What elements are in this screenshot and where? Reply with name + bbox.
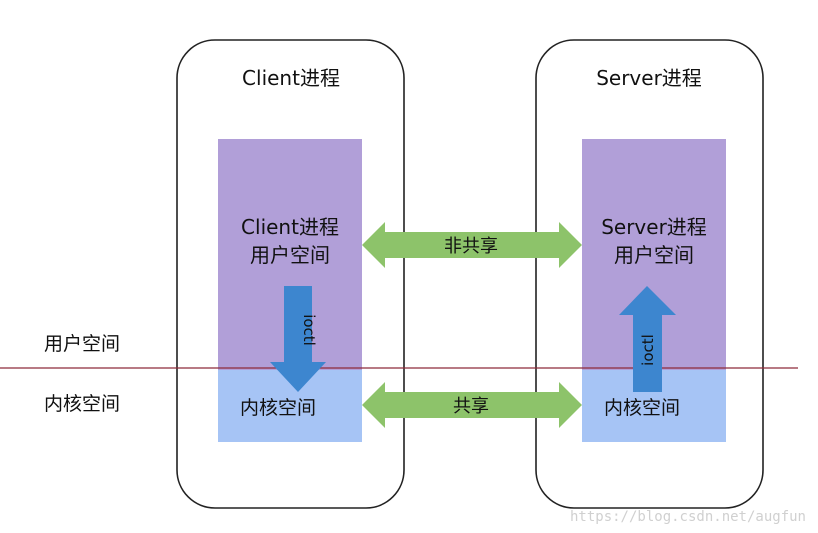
shared-label: 共享 <box>453 396 489 417</box>
watermark-url: https://blog.csdn.net/augfun <box>570 509 806 525</box>
client-ioctl-down-arrow <box>270 286 326 392</box>
client-user-space-label-line2: 用户空间 <box>250 243 330 267</box>
left-kernel-space-label: 内核空间 <box>44 393 120 415</box>
not-shared-double-arrow <box>362 222 582 268</box>
server-process-title: Server进程 <box>596 66 702 90</box>
server-user-space-label-line2: 用户空间 <box>614 243 694 267</box>
server-user-space-label-line1: Server进程 <box>601 215 707 239</box>
not-shared-label: 非共享 <box>444 236 498 257</box>
client-user-space-label-line1: Client进程 <box>241 215 339 239</box>
client-ioctl-label: ioctl <box>300 314 318 346</box>
server-ioctl-label: ioctl <box>639 334 657 366</box>
server-kernel-space-label: 内核空间 <box>604 397 680 419</box>
shared-double-arrow <box>362 382 582 428</box>
left-user-space-label: 用户空间 <box>44 333 120 355</box>
client-process-title: Client进程 <box>242 66 340 90</box>
client-kernel-space-label: 内核空间 <box>240 397 316 419</box>
server-ioctl-up-arrow <box>619 286 676 392</box>
